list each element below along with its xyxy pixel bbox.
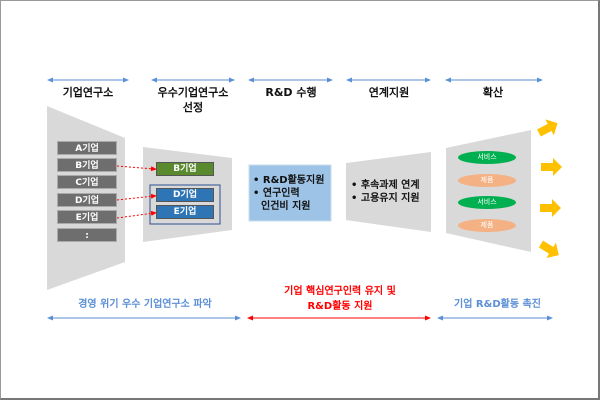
linkage-text: • 후속과제 연계• 고용유지 지원 bbox=[351, 180, 420, 204]
product-ellipse: 제품 bbox=[458, 174, 516, 187]
selected-company-d: D기업 bbox=[156, 188, 214, 202]
stage-label-labs: 기업연구소 bbox=[62, 86, 114, 99]
product-ellipse: 제품 bbox=[458, 219, 516, 232]
stage-label-linkage: 연계지원 bbox=[368, 86, 410, 99]
selected-company-e: E기업 bbox=[156, 205, 214, 219]
company-more: : bbox=[57, 228, 117, 242]
service-ellipse: 서비스 bbox=[458, 151, 516, 164]
service-ellipse: 서비스 bbox=[458, 196, 516, 209]
diffusion-arrows bbox=[537, 119, 562, 258]
yellow-arrow-icon bbox=[538, 240, 559, 258]
yellow-arrow-icon bbox=[540, 199, 561, 217]
yellow-arrow-icon bbox=[537, 119, 558, 137]
company-c: C기업 bbox=[57, 175, 117, 189]
stage-label-diffusion: 확산 bbox=[482, 86, 504, 99]
selected-group-box bbox=[149, 184, 221, 225]
company-e: E기업 bbox=[57, 210, 117, 224]
company-d: D기업 bbox=[57, 193, 117, 207]
funnel-linkage bbox=[346, 152, 431, 232]
company-b: B기업 bbox=[57, 158, 117, 172]
selected-company-b: B기업 bbox=[156, 162, 214, 176]
bottom-label-left: 경영 위기 우수 기업연구소 파악 bbox=[78, 299, 212, 310]
bottom-label-right: 기업 R&D활동 촉진 bbox=[454, 299, 541, 310]
rnd-box bbox=[248, 164, 332, 222]
yellow-arrow-icon bbox=[541, 158, 562, 176]
company-a: A기업 bbox=[57, 141, 117, 155]
funnel-diffusion bbox=[446, 130, 531, 252]
stage-label-rnd: R&D 수행 bbox=[265, 86, 317, 99]
